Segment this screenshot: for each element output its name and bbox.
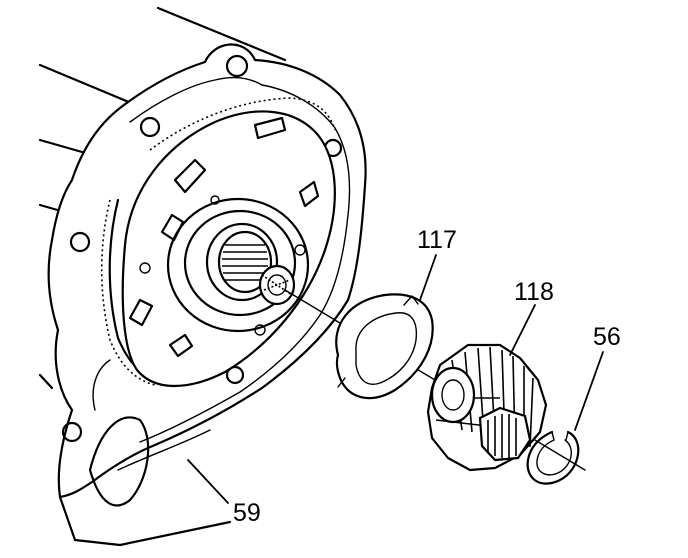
thrust-washer-117 <box>335 293 434 400</box>
leader-line-117 <box>419 254 437 301</box>
callout-label-56: 56 <box>593 323 621 351</box>
callout-label-59: 59 <box>233 499 261 527</box>
callout-label-118: 118 <box>514 278 554 306</box>
carrier-plate <box>121 110 336 387</box>
leader-line-59 <box>187 459 229 504</box>
leader-line-118 <box>509 304 536 356</box>
side-gear-118 <box>426 343 548 472</box>
leader-line-56 <box>574 351 604 431</box>
callout-label-117: 117 <box>417 226 457 254</box>
snap-ring-56 <box>526 430 580 485</box>
